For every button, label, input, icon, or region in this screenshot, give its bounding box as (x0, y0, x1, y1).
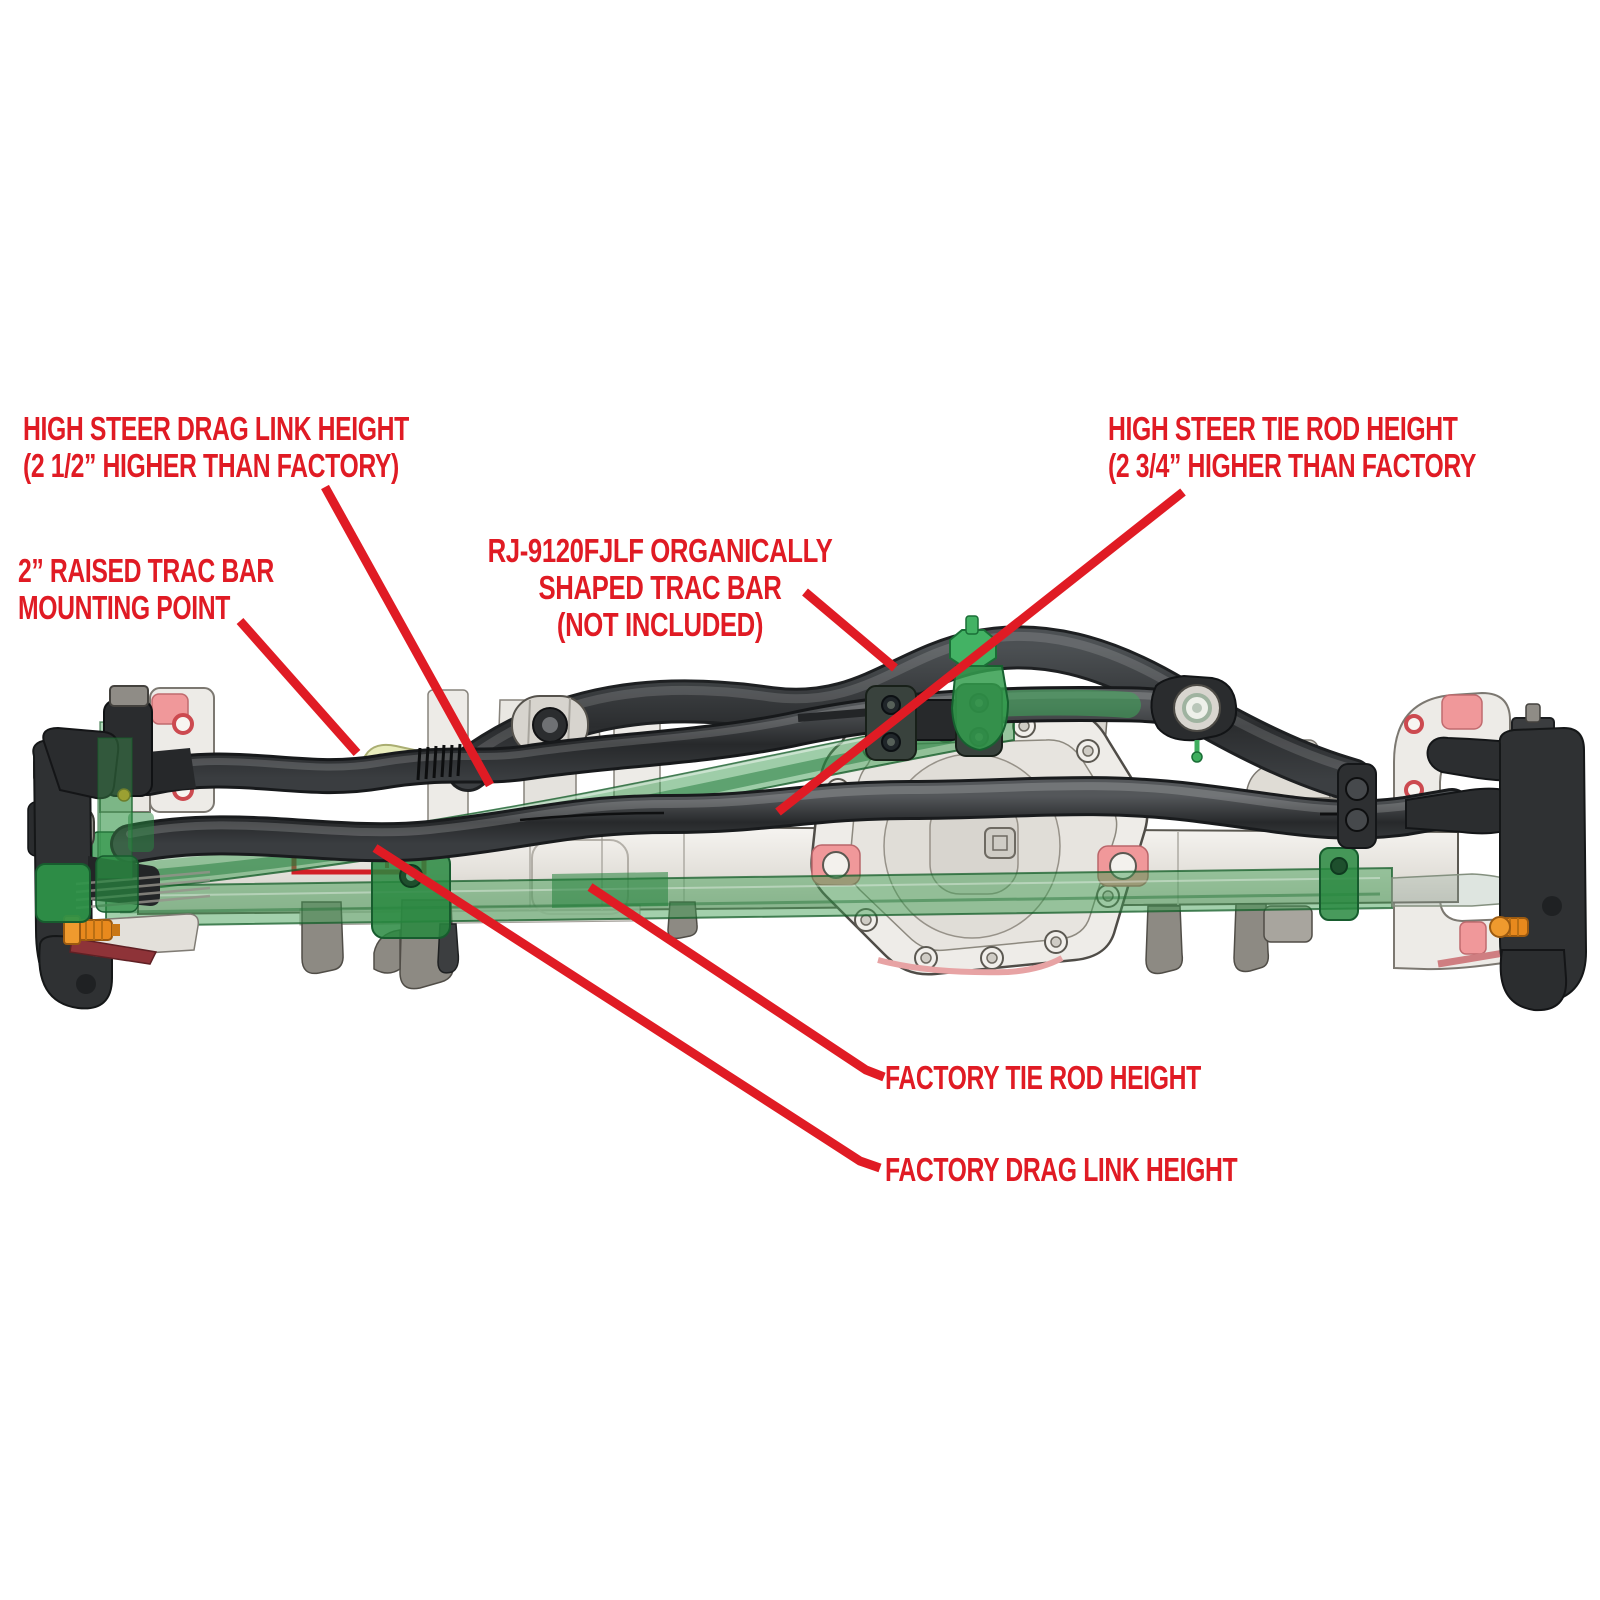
label-line: MOUNTING POINT (18, 589, 230, 626)
annotation-leaders (236, 484, 1186, 1173)
label-line: 2” RAISED TRAC BAR (18, 552, 274, 589)
orange-bolt-right (1489, 916, 1529, 938)
green-tie-rod-end-stud (949, 615, 1010, 752)
label-line: HIGH STEER TIE ROD HEIGHT (1108, 410, 1458, 447)
leader-high-steer-drag-link (321, 484, 494, 788)
leader-high-steer-tie-rod (775, 488, 1186, 816)
label-line: FACTORY DRAG LINK HEIGHT (885, 1151, 1238, 1188)
label-line: (2 1/2” HIGHER THAN FACTORY) (23, 447, 399, 484)
leader-raised-trac-bar-mount (236, 618, 361, 756)
label-line: (2 3/4” HIGHER THAN FACTORY (1108, 447, 1477, 484)
label-trac-bar: RJ-9120FJLF ORGANICALLY SHAPED TRAC BAR … (488, 532, 833, 643)
label-high-steer-drag-link: HIGH STEER DRAG LINK HEIGHT (2 1/2” HIGH… (23, 410, 409, 484)
tie-rod-clamp (1337, 763, 1377, 849)
label-line: (NOT INCLUDED) (556, 606, 764, 643)
label-factory-drag-link: FACTORY DRAG LINK HEIGHT (885, 1151, 1238, 1188)
leader-trac-bar (802, 588, 898, 672)
label-raised-trac-bar-mount: 2” RAISED TRAC BAR MOUNTING POINT (18, 552, 274, 626)
leader-factory-tie-rod (587, 883, 886, 1082)
left-knuckle (32, 726, 211, 1010)
right-knuckle (1426, 726, 1588, 1012)
label-high-steer-tie-rod: HIGH STEER TIE ROD HEIGHT (2 3/4” HIGHER… (1108, 410, 1476, 484)
label-line: RJ-9120FJLF ORGANICALLY (487, 532, 833, 569)
label-line: HIGH STEER DRAG LINK HEIGHT (23, 410, 409, 447)
drag-link-rod-end (1150, 674, 1238, 763)
label-line: FACTORY TIE ROD HEIGHT (885, 1059, 1201, 1096)
leader-factory-drag-link (372, 844, 882, 1173)
steering-stabilizer (797, 615, 1010, 761)
label-factory-tie-rod: FACTORY TIE ROD HEIGHT (885, 1059, 1201, 1096)
label-line: SHAPED TRAC BAR (538, 569, 782, 606)
